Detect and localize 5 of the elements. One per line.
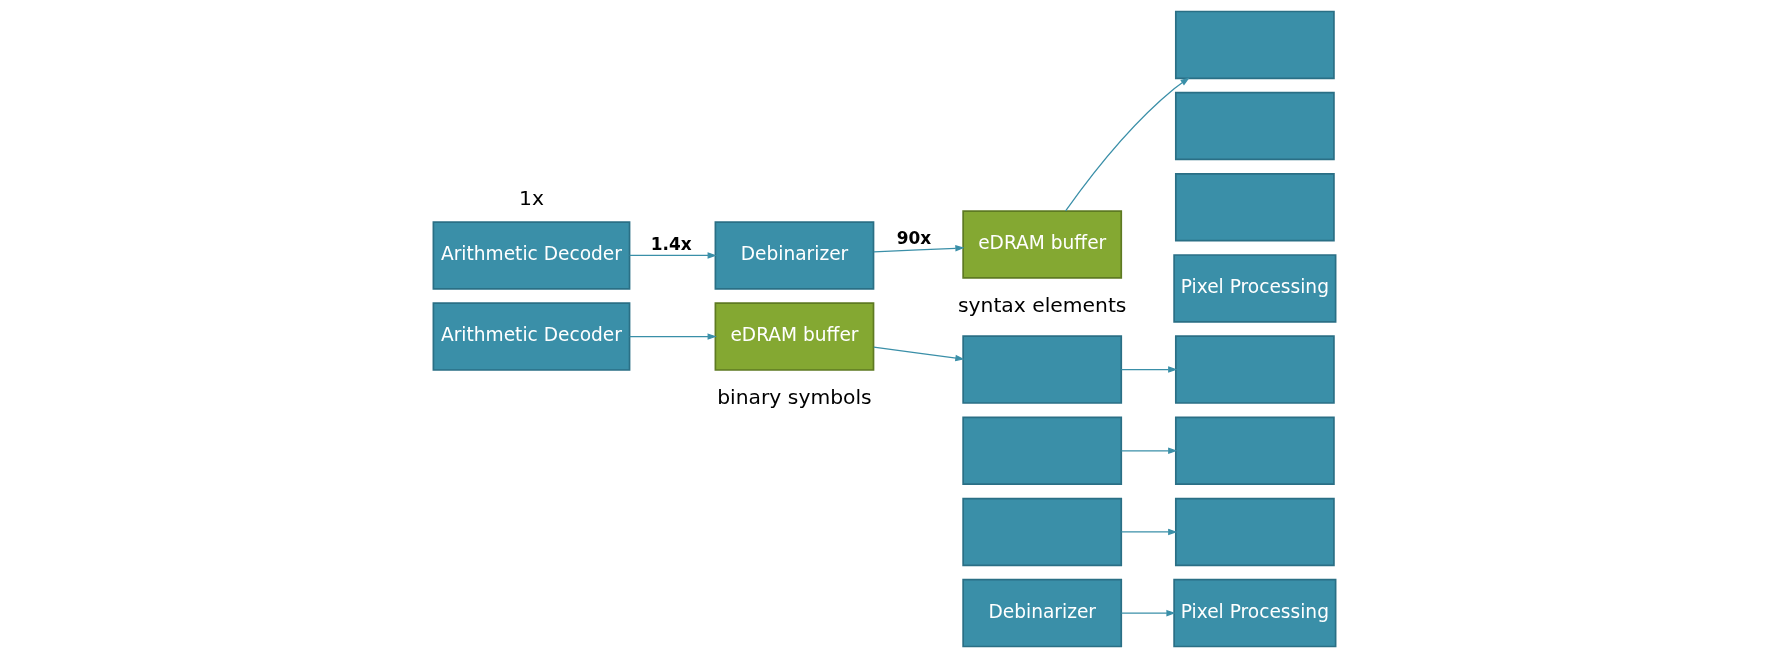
edge-label: 1.4x: [650, 233, 692, 254]
node-label: syntax elements: [957, 293, 1126, 318]
node-label: binary symbols: [716, 385, 872, 410]
node-label: 1x: [518, 185, 544, 210]
edge-label: 90x: [896, 228, 931, 249]
